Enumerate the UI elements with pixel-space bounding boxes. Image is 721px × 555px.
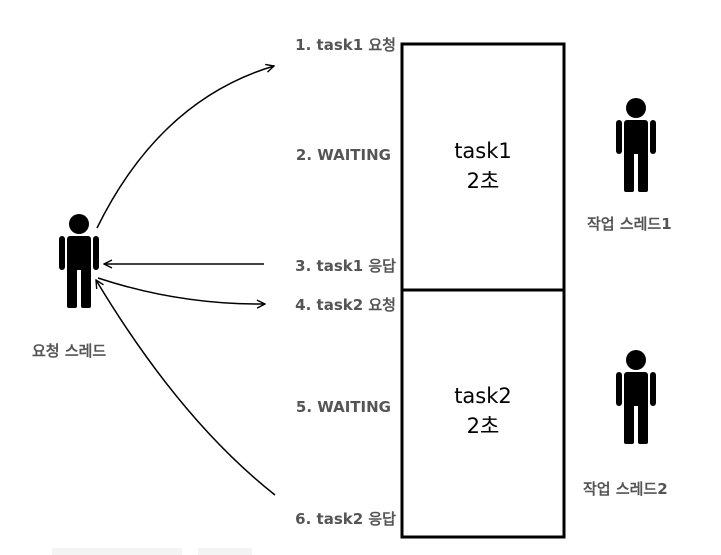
requester-person-icon — [59, 214, 99, 308]
worker2-person-icon — [616, 350, 656, 444]
step-2-label: 2. WAITING — [295, 146, 391, 164]
worker1-label: 작업 스레드1 — [587, 215, 672, 233]
step-6-label: 6. task2 응답 — [295, 510, 396, 528]
task1-name: task1 — [454, 139, 512, 163]
task1-duration: 2초 — [466, 169, 500, 193]
task2-box-text: task2 2초 — [402, 381, 564, 441]
worker2-label: 작업 스레드2 — [583, 480, 668, 498]
arrow-task2-request — [97, 277, 265, 304]
step-5-label: 5. WAITING — [295, 398, 391, 416]
task2-duration: 2초 — [466, 414, 500, 438]
step-3-label: 3. task1 응답 — [295, 257, 396, 275]
step-1-label: 1. task1 요청 — [295, 36, 396, 54]
arrow-task2-response — [96, 280, 276, 496]
step-4-label: 4. task2 요청 — [295, 296, 396, 314]
worker1-person-icon — [616, 98, 656, 192]
task1-box-text: task1 2초 — [402, 136, 564, 196]
faint-bar-left — [52, 548, 182, 555]
task2-name: task2 — [454, 384, 512, 408]
task2-box — [400, 288, 566, 539]
faint-bar-right — [198, 548, 252, 555]
arrow-task1-request — [96, 66, 274, 229]
requester-label: 요청 스레드 — [32, 342, 107, 360]
